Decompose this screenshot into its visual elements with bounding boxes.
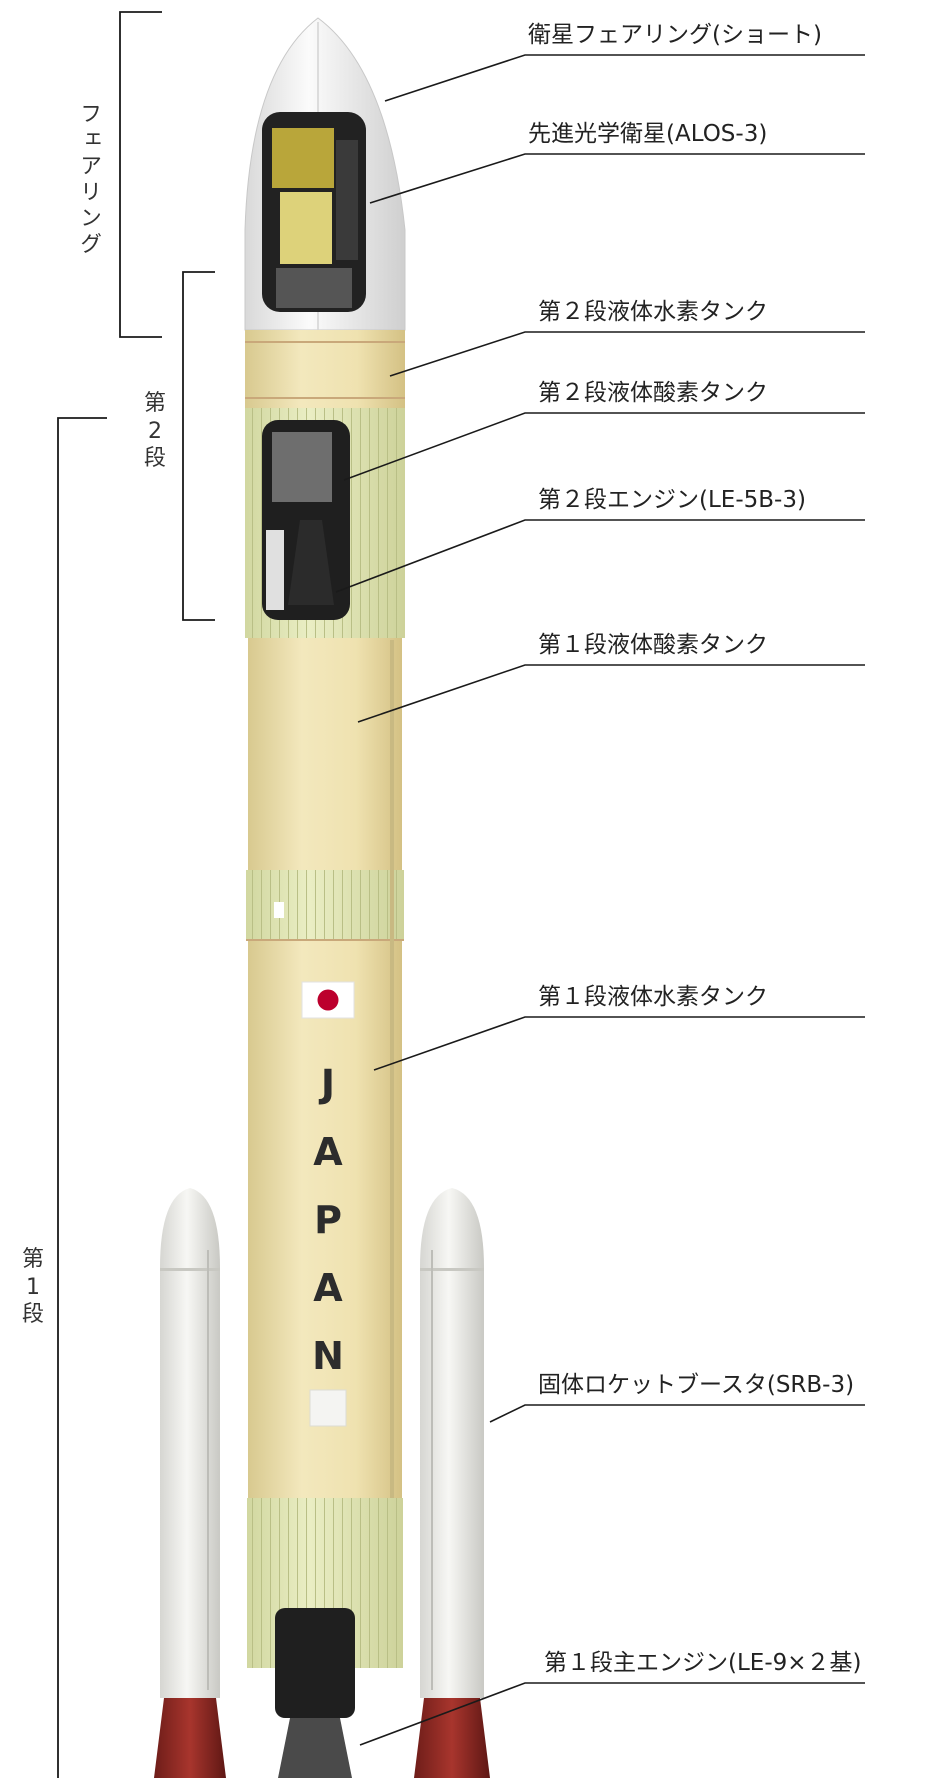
label-s2-engine: 第２段エンジン(LE-5B-3) — [538, 487, 806, 513]
srb-right — [414, 1188, 490, 1778]
stage1-char-3: 段 — [21, 1302, 44, 1327]
stage2-char-3: 段 — [143, 446, 166, 471]
section-label-stage2: 第 2 段 — [138, 390, 172, 473]
letter-a1: A — [313, 1130, 343, 1174]
leader-fairing-short — [384, 54, 865, 102]
letter-j: J — [320, 1062, 336, 1106]
label-payload: 先進光学衛星(ALOS-3) — [528, 121, 768, 147]
leader-s1-engine — [359, 1682, 865, 1746]
leader-s2-lox — [343, 412, 865, 481]
section-label-fairing: フェアリング — [76, 102, 101, 258]
stage1-char-2: 1 — [26, 1274, 40, 1300]
body-panel — [309, 1389, 347, 1427]
first-stage-body — [246, 638, 404, 1778]
srb-left — [154, 1188, 226, 1778]
label-fairing-short: 衛星フェアリング(ショート) — [528, 22, 822, 48]
section-label-stage1: 第 1 段 — [16, 1246, 50, 1329]
letter-n: N — [312, 1334, 344, 1378]
leader-payload — [369, 153, 865, 204]
leader-s1-lox — [357, 664, 865, 723]
leader-s1-lh2 — [373, 1016, 865, 1071]
letter-p: P — [314, 1198, 342, 1242]
flag-emblem — [301, 981, 355, 1019]
label-s1-lh2: 第１段液体水素タンク — [538, 984, 768, 1010]
first-stage-engine-nozzle — [278, 1718, 352, 1778]
label-s1-engine: 第１段主エンジン(LE-9×２基) — [544, 1650, 862, 1676]
stage2-char-2: 2 — [148, 418, 162, 444]
fairing-shell — [244, 17, 406, 331]
bracket-fairing — [119, 11, 162, 338]
leader-s2-engine — [335, 519, 865, 593]
second-stage-body — [245, 330, 405, 638]
label-s2-lox: 第２段液体酸素タンク — [538, 380, 768, 406]
bracket-stage1 — [57, 417, 107, 1778]
leader-srb — [489, 1404, 865, 1423]
stage2-char-1: 第 — [143, 391, 166, 416]
letter-a2: A — [313, 1266, 343, 1310]
stage1-char-1: 第 — [21, 1247, 44, 1272]
japan-lettering: J A P A N — [296, 1050, 360, 1390]
label-s1-lox: 第１段液体酸素タンク — [538, 632, 768, 658]
label-srb: 固体ロケットブースタ(SRB-3) — [538, 1372, 855, 1398]
bracket-stage2 — [182, 271, 215, 621]
section-brackets — [57, 11, 215, 1778]
leader-lines — [335, 54, 865, 1746]
label-s2-lh2: 第２段液体水素タンク — [538, 299, 768, 325]
leader-s2-lh2 — [389, 331, 865, 377]
